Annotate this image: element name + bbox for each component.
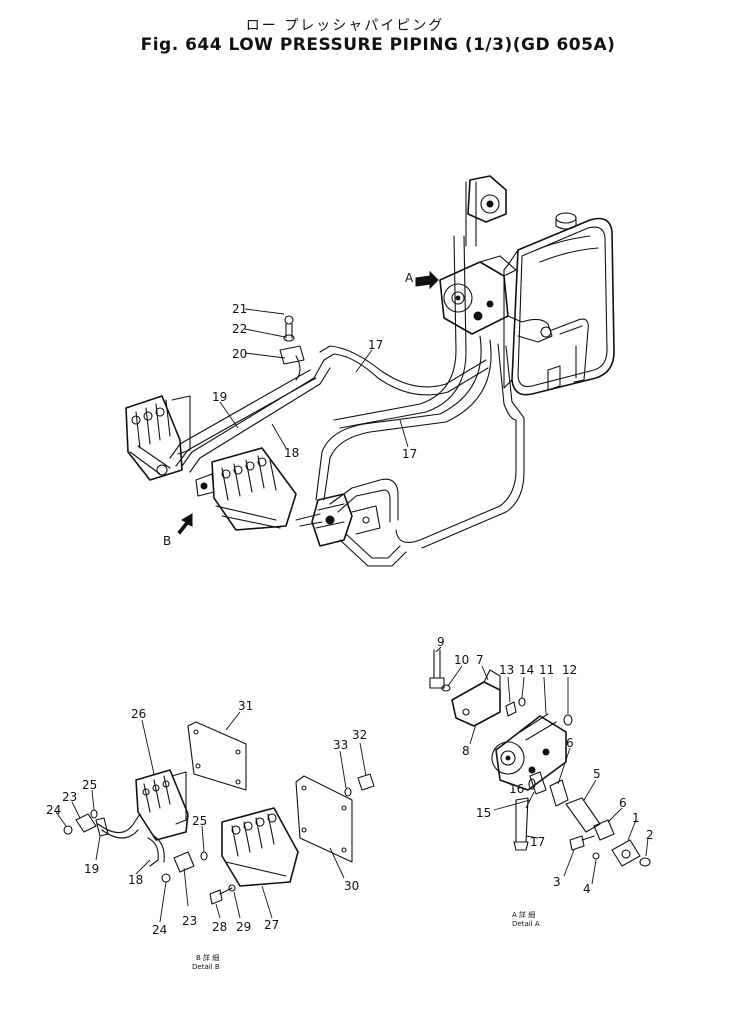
callout-32: 32 (352, 728, 367, 742)
callout-13: 13 (499, 663, 514, 677)
callout-11: 11 (539, 663, 554, 677)
callout-5: 5 (593, 767, 601, 781)
callout-27: 27 (264, 918, 279, 932)
plug-13 (505, 701, 517, 717)
leader-lines-detail-b (55, 711, 367, 923)
callout-8: 8 (462, 744, 470, 758)
oring-14 (518, 697, 526, 707)
callout-21: 21 (232, 302, 247, 316)
main-assembly-view: A B 21 22 20 17 17 19 18 (125, 175, 615, 567)
leader-lines-detail-a (435, 646, 649, 885)
callout-31: 31 (238, 699, 253, 713)
oring-2 (639, 857, 651, 867)
title-kana: ロー プレッシャパイピング (246, 18, 444, 34)
control-valve-right (195, 447, 297, 531)
washer-33 (344, 787, 352, 797)
view-arrow-a: A (405, 270, 439, 290)
plate-31 (187, 721, 247, 791)
callout-30: 30 (344, 879, 359, 893)
callout-12: 12 (562, 663, 577, 677)
clamp-bracket (279, 315, 305, 381)
callout-24: 24 (46, 803, 61, 817)
oring-25-b (200, 851, 208, 861)
bolt-9 (429, 649, 445, 689)
callout-25: 25 (82, 778, 97, 792)
callout-4: 4 (583, 882, 591, 896)
detail-a-label: Detail A (512, 920, 540, 928)
callout-17: 17 (530, 835, 545, 849)
adapter-6 (593, 819, 615, 841)
hose-19 (95, 813, 141, 839)
callout-29: 29 (236, 920, 251, 934)
callout-1: 1 (632, 811, 640, 825)
oring-25 (90, 809, 98, 819)
nut-24 (63, 825, 73, 835)
oring-12 (563, 714, 573, 726)
callout-2: 2 (646, 828, 654, 842)
leader-lines-main (219, 308, 409, 449)
hose-17 (513, 797, 529, 851)
detail-b-label: Detail B (192, 963, 220, 971)
valve-26 (135, 769, 189, 841)
valve-27 (221, 807, 299, 887)
detail-b-label-jp: B 詳 細 (196, 953, 219, 962)
detail-b-view: 26 31 32 33 25 23 24 19 18 25 30 23 24 2… (46, 699, 375, 971)
elbow-23-b (173, 851, 195, 873)
callout-15: 15 (476, 806, 491, 820)
callout-23: 23 (182, 914, 197, 928)
callout-18: 18 (284, 446, 299, 460)
elbow-6 (549, 779, 569, 807)
control-valve-left (125, 395, 191, 481)
hose-18 (147, 835, 165, 867)
callout-20: 20 (232, 347, 247, 361)
callout-3: 3 (553, 875, 561, 889)
washer-29 (228, 884, 236, 892)
washer-10 (441, 684, 451, 692)
callout-23: 23 (62, 790, 77, 804)
callout-16: 16 (509, 782, 524, 796)
hydraulic-tank (503, 212, 615, 396)
svg-text:A: A (405, 271, 414, 285)
bolt-28 (209, 887, 233, 905)
pipe-bundle (169, 235, 525, 567)
flange-1 (611, 839, 641, 867)
bolt-3 (569, 835, 595, 851)
figure-title: Fig. 644 LOW PRESSURE PIPING (1/3)(GD 60… (141, 35, 616, 55)
elbow-23 (75, 813, 97, 833)
callout-17: 17 (368, 338, 383, 352)
callout-14: 14 (519, 663, 534, 677)
tee-fitting-block (311, 493, 381, 547)
callout-10: 10 (454, 653, 469, 667)
detail-a-view: 9 10 7 13 14 11 12 8 6 5 6 1 2 16 15 17 … (429, 635, 654, 928)
callout-6: 6 (619, 796, 627, 810)
view-arrow-b: B (163, 513, 193, 548)
pump-assembly (439, 175, 589, 391)
bolt-32 (357, 773, 375, 791)
washer-4 (592, 852, 600, 860)
detail-a-label-jp: A 詳 細 (512, 910, 535, 919)
callout-26: 26 (131, 707, 146, 721)
callout-24: 24 (152, 923, 167, 937)
callout-7: 7 (476, 653, 484, 667)
callout-19: 19 (212, 390, 227, 404)
bracket-7 (451, 669, 501, 727)
callout-17: 17 (402, 447, 417, 461)
elbow-16 (528, 771, 547, 795)
svg-text:B: B (163, 534, 171, 548)
nut-24-b (161, 873, 171, 883)
callout-6: 6 (566, 736, 574, 750)
callout-25: 25 (192, 814, 207, 828)
callout-22: 22 (232, 322, 247, 336)
callout-19: 19 (84, 862, 99, 876)
callout-18: 18 (128, 873, 143, 887)
plate-30 (295, 775, 353, 863)
callout-9: 9 (437, 635, 445, 649)
callout-28: 28 (212, 920, 227, 934)
callout-33: 33 (333, 738, 348, 752)
pump-11 (491, 713, 567, 791)
